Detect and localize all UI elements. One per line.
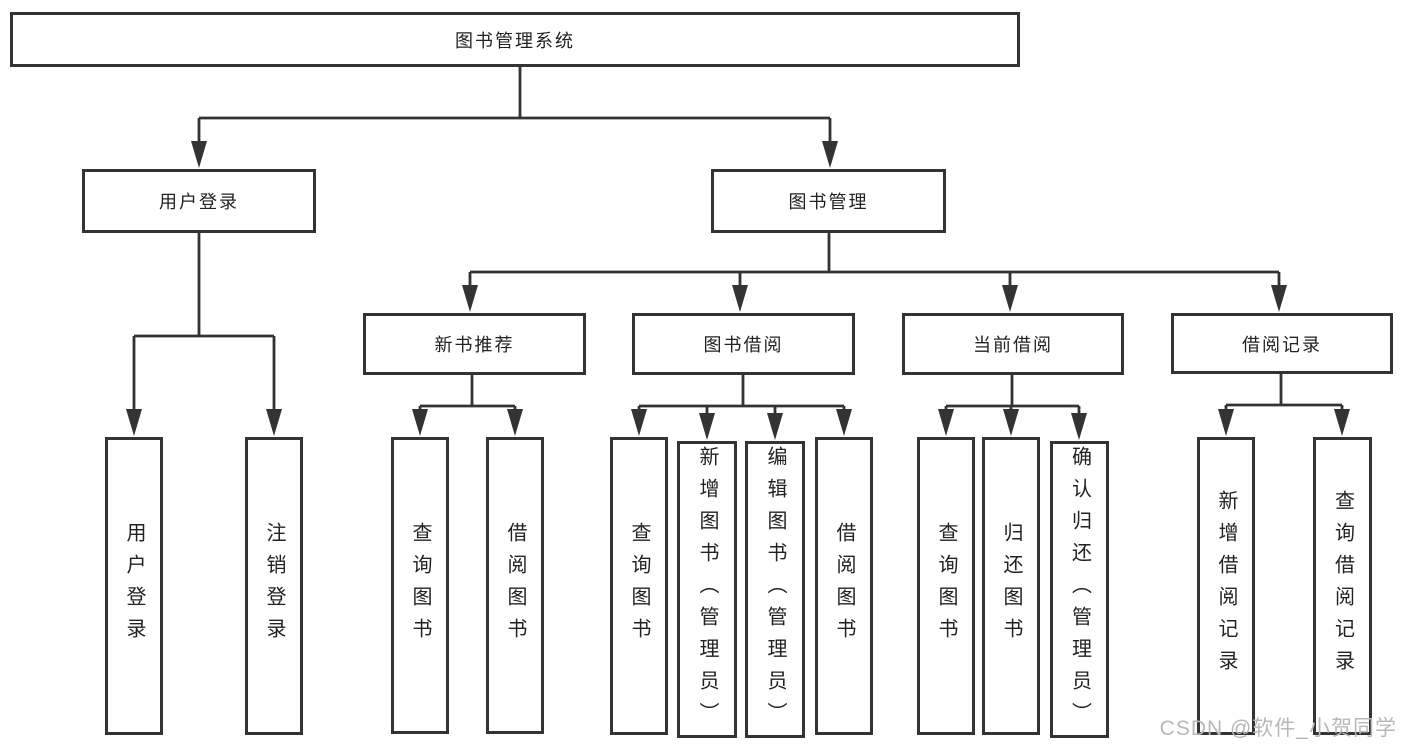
arrowhead: [126, 409, 142, 436]
arrowhead: [462, 285, 478, 312]
arrowhead: [1334, 409, 1350, 436]
arrowhead: [836, 409, 852, 436]
node-root: 图书管理系统: [10, 12, 1020, 67]
arrowhead: [412, 409, 428, 436]
connector-borrowing-records-to-leaves: [1224, 374, 1344, 430]
leaf-borrowing-add-books-admin: 新增图书（管理员）: [677, 441, 737, 738]
node-new-book-recommend: 新书推荐: [363, 313, 586, 375]
watermark: CSDN @软件_小贺同学: [1159, 717, 1397, 740]
arrowhead: [732, 285, 748, 312]
leaf-recommend-query-books: 查询图书: [391, 437, 449, 734]
connector-root-to-level2: [197, 67, 832, 162]
node-user-login: 用户登录: [82, 169, 316, 233]
leaf-records-add-record: 新增借阅记录: [1197, 437, 1255, 735]
node-borrowing-records: 借阅记录: [1171, 313, 1393, 374]
leaf-current-confirm-return-admin: 确认归还（管理员）: [1050, 441, 1109, 738]
node-current-borrowing: 当前借阅: [902, 313, 1124, 375]
connector-book-borrowing-to-leaves: [637, 375, 846, 434]
arrowhead: [699, 413, 715, 440]
arrowhead: [938, 409, 954, 436]
arrowheads: [126, 141, 1350, 440]
leaf-borrowing-edit-books-admin: 编辑图书（管理员）: [745, 441, 805, 738]
arrowhead: [822, 141, 838, 168]
arrowhead: [1271, 285, 1287, 312]
leaf-recommend-borrow-books: 借阅图书: [486, 437, 544, 734]
arrowhead: [1003, 409, 1019, 436]
node-book-management: 图书管理: [711, 169, 946, 233]
arrowhead: [1218, 409, 1234, 436]
leaf-borrowing-borrow-books: 借阅图书: [815, 437, 873, 735]
leaf-logout: 注销登录: [245, 437, 303, 735]
arrowhead: [767, 413, 783, 440]
connector-new-book-recommend-to-leaves: [418, 375, 517, 430]
connector-book-management-to-level3: [468, 233, 1281, 306]
arrowhead: [1002, 285, 1018, 312]
arrowhead: [266, 409, 282, 436]
node-book-borrowing: 图书借阅: [632, 313, 855, 375]
arrowhead: [507, 409, 523, 436]
leaf-borrowing-query-books: 查询图书: [610, 437, 668, 735]
leaf-current-query-books: 查询图书: [917, 437, 975, 735]
arrowhead: [1071, 413, 1087, 440]
connector-user-login-to-leaves: [132, 233, 276, 430]
leaf-user-login: 用户登录: [105, 437, 163, 735]
leaf-records-query-record: 查询借阅记录: [1313, 437, 1372, 735]
arrowhead: [191, 141, 207, 168]
arrowhead: [631, 409, 647, 436]
leaf-current-return-books: 归还图书: [982, 437, 1040, 735]
